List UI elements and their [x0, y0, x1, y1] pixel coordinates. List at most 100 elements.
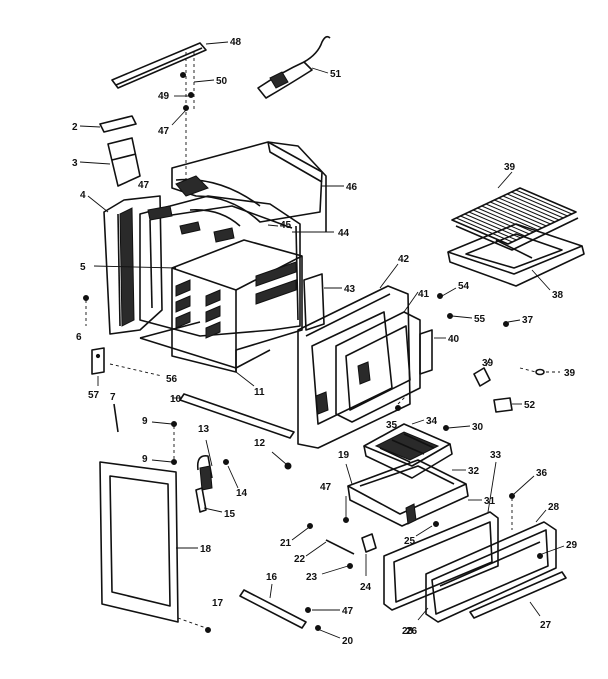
drawer-slide-parts	[291, 523, 377, 576]
screw-37	[503, 319, 521, 327]
callout-14: 14	[236, 488, 248, 499]
callout-6: 6	[76, 332, 82, 343]
callout-16: 16	[266, 572, 278, 583]
callout-42: 42	[398, 254, 410, 265]
callout-41: 41	[418, 289, 430, 300]
callout-44: 44	[338, 228, 350, 239]
screw-17	[177, 617, 211, 633]
broiler-rail	[172, 393, 295, 439]
callout-2: 2	[72, 122, 78, 133]
callout-5: 5	[80, 262, 86, 273]
callout-11: 11	[254, 387, 265, 398]
callout-10: 10	[170, 394, 182, 405]
callout-45: 45	[280, 220, 292, 231]
callout-7: 7	[110, 392, 116, 403]
side-bracket-57	[91, 347, 163, 386]
callout-29: 29	[566, 540, 578, 551]
callout-9b: 9	[142, 454, 148, 465]
callout-19: 19	[338, 450, 350, 461]
callout-12: 12	[254, 438, 266, 449]
callout-38: 38	[552, 290, 564, 301]
oven-door-liner	[335, 291, 421, 423]
callout-35: 35	[386, 420, 398, 431]
top-screws	[171, 52, 215, 185]
broiler-pan-grid	[363, 419, 466, 479]
screws-drawer	[343, 496, 439, 537]
cooktop-panel	[171, 141, 344, 232]
callout-39: 39	[504, 162, 516, 173]
screw-29	[537, 545, 565, 559]
igniter-assembly	[257, 35, 331, 99]
callout-32: 32	[468, 466, 480, 477]
callout-54: 54	[458, 281, 470, 292]
callout-22: 22	[294, 554, 306, 565]
screw-36	[509, 475, 535, 530]
callout-40: 40	[448, 334, 460, 345]
callout-15: 15	[224, 509, 236, 520]
screw-30	[443, 425, 471, 431]
callout-49: 49	[158, 91, 170, 102]
screw-12	[271, 451, 292, 470]
callout-13: 13	[198, 424, 210, 435]
insulation-pad	[303, 273, 342, 331]
callout-39c: 39	[564, 368, 576, 379]
callout-55: 55	[474, 314, 486, 325]
callout-36: 36	[536, 468, 548, 479]
callout-39b: 39	[482, 358, 494, 369]
callout-50: 50	[216, 76, 228, 87]
screws-9	[151, 421, 177, 465]
broiler-drawer	[345, 459, 482, 527]
callout-20: 20	[342, 636, 354, 647]
callout-31: 31	[484, 496, 496, 507]
callout-9: 9	[142, 416, 148, 427]
callout-18: 18	[200, 544, 212, 555]
callout-25: 25	[404, 536, 416, 547]
hinge-parts	[195, 439, 239, 513]
callout-30: 30	[472, 422, 484, 433]
callout-47b: 47	[138, 180, 150, 191]
oven-rack	[451, 171, 579, 251]
knob-parts	[473, 357, 560, 413]
kick-rail	[469, 571, 567, 619]
drawer-glass-panel	[417, 509, 557, 623]
screws-bottom	[305, 607, 341, 639]
top-trim-strip	[111, 41, 229, 89]
callout-56: 56	[166, 374, 178, 385]
callout-27: 27	[540, 620, 552, 631]
callout-43: 43	[344, 284, 356, 295]
callout-23: 23	[306, 572, 318, 583]
callout-17: 17	[212, 598, 224, 609]
broil-pan	[447, 223, 585, 291]
drawer-front-frame	[383, 461, 499, 611]
screw-6	[83, 295, 89, 326]
screws-54-55	[437, 287, 473, 319]
callout-3: 3	[72, 158, 78, 169]
oven-body-frame	[139, 195, 334, 337]
callout-26: 26	[406, 626, 418, 637]
drawer-front-panel	[99, 461, 198, 623]
callout-labels: 48 50 49 51 47 2 3 47 46 4 45 44 39 38 5…	[72, 37, 578, 647]
callout-47d: 47	[342, 606, 354, 617]
callout-52: 52	[524, 400, 536, 411]
pin-7	[113, 403, 119, 433]
callout-48: 48	[230, 37, 242, 48]
callout-21: 21	[280, 538, 292, 549]
callout-37: 37	[522, 315, 534, 326]
callout-34: 34	[426, 416, 438, 427]
callout-4: 4	[80, 190, 86, 201]
callout-28b: 28	[402, 626, 414, 637]
callout-47c: 47	[320, 482, 332, 493]
door-handle-bracket	[419, 329, 446, 375]
oven-liner	[93, 239, 303, 387]
callout-24: 24	[360, 582, 372, 593]
callout-28: 28	[548, 502, 560, 513]
badge-bracket	[79, 115, 141, 187]
callout-47: 47	[158, 126, 170, 137]
bottom-rail	[239, 583, 307, 629]
callout-33: 33	[490, 450, 502, 461]
callout-46: 46	[346, 182, 358, 193]
callout-57: 57	[88, 390, 100, 401]
oven-door-outer	[297, 263, 411, 449]
callout-51: 51	[330, 69, 342, 80]
